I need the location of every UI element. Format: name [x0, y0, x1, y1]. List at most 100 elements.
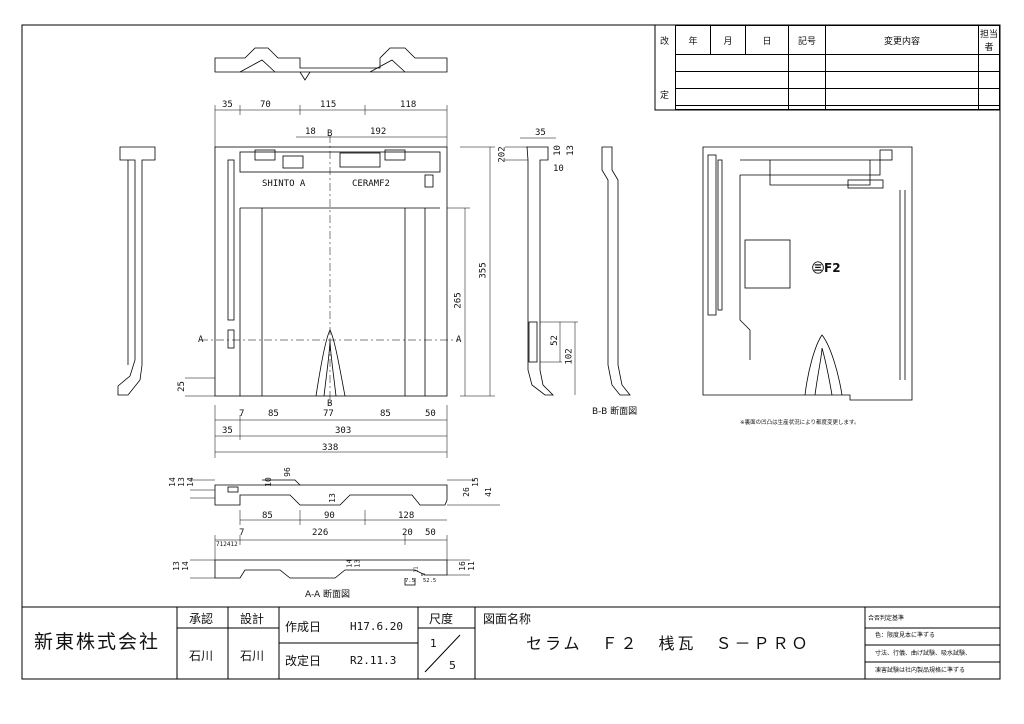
rev-cell	[788, 54, 826, 72]
rev-cell	[825, 105, 979, 110]
section-bb-title: B-B 断面図	[592, 407, 638, 417]
aa-dim-inner-14: 14	[345, 559, 354, 568]
rev-cell	[788, 105, 826, 110]
label-b-top: B	[327, 129, 333, 139]
bb-dim-35: 35	[535, 128, 546, 138]
aa-dim-inner-5: 5	[421, 572, 428, 577]
plan-dim-90: 90	[324, 511, 335, 521]
bb-dim-102: 102	[564, 348, 575, 365]
bb-dim-202: 202	[497, 146, 508, 163]
bb-dim-52: 52	[549, 335, 560, 346]
aa-dim-left-13: 13	[171, 561, 181, 571]
dim-right-355: 355	[478, 262, 489, 279]
revised-date-label: 改定日	[285, 654, 322, 668]
revised-date-value: R2.11.3	[350, 654, 397, 667]
rev-header-year: 年	[675, 25, 711, 55]
dim-bottom2-35: 35	[222, 426, 233, 436]
bb-dim-10b: 10	[553, 164, 564, 174]
criteria-label: 合否判定基準	[868, 615, 905, 622]
plan-dim-right-15: 15	[470, 477, 480, 487]
rev-header-person: 担当者	[978, 25, 1000, 55]
company-name: 新東株式会社	[34, 631, 161, 653]
bb-dim-13: 13	[565, 145, 576, 156]
rev-cell	[978, 105, 1000, 110]
dim-top2-18: 18	[305, 127, 316, 137]
section-aa-title: A-A 断面図	[305, 590, 351, 600]
top-profile	[214, 47, 448, 81]
label-ceramf2: CERAMF2	[352, 179, 390, 189]
left-side-profile	[117, 146, 156, 396]
aa-dim-inner-13: 13	[353, 559, 362, 568]
rev-cell	[675, 88, 789, 106]
approver-name: 石川	[189, 649, 214, 663]
rev-cell	[788, 71, 826, 89]
plan-dim-left-13: 13	[176, 477, 186, 487]
aa-dim-small-7: 7	[216, 541, 220, 548]
created-date-value: H17.6.20	[350, 620, 403, 633]
back-view-stamp: ㊂F2	[812, 261, 841, 275]
rev-header-day: 日	[745, 25, 789, 55]
design-label: 設計	[240, 612, 265, 626]
dim-top-115: 115	[320, 100, 337, 110]
rev-header-content: 変更内容	[825, 25, 979, 55]
rev-cell	[978, 54, 1000, 72]
label-shinto: SHINTO A	[262, 179, 306, 189]
aa-dim-right-16: 16	[457, 561, 467, 571]
dim-bottom1-85a: 85	[268, 409, 279, 419]
aa-dim-inner-7-5: 7.5	[405, 578, 415, 584]
dim-bottom2-303: 303	[335, 426, 352, 436]
drawing-name: セラム Ｆ２ 桟瓦 Ｓ－ＰＲＯ	[526, 634, 811, 653]
aa-dim-226: 226	[312, 528, 329, 538]
rev-cell	[675, 105, 789, 110]
scale-denominator: 5	[449, 659, 456, 672]
back-view-note: ※裏面の凹凸は生産状況により都度変更します。	[740, 420, 860, 426]
aa-dim-small: 712412	[216, 542, 238, 548]
plan-dim-left-14b: 14	[185, 477, 195, 487]
dim-top2-192: 192	[370, 127, 387, 137]
dim-bottom1-77: 77	[323, 409, 334, 419]
dim-top-118: 118	[400, 100, 417, 110]
aa-dim-small-12a: 12	[219, 541, 227, 548]
plan-dim-left-14a: 14	[167, 477, 177, 487]
criteria-line-3: 凍害試験は社内製品規格に準ずる	[875, 667, 966, 674]
criteria-line-1: 色：限度見本に準ずる	[875, 632, 936, 639]
aa-dim-small-12b: 12	[230, 541, 238, 548]
bb-dim-10a: 10	[552, 145, 563, 156]
plan-dim-right-26: 26	[461, 487, 471, 497]
aa-dim-7: 7	[239, 528, 245, 538]
dim-left-25: 25	[176, 381, 187, 392]
dim-right-265: 265	[453, 292, 464, 309]
plan-dim-10: 10	[263, 477, 273, 487]
designer-name: 石川	[240, 649, 265, 663]
rev-cell	[978, 88, 1000, 106]
aa-dim-inner-52-5: 52.5	[423, 578, 437, 584]
dim-bottom1-50: 50	[425, 409, 436, 419]
plan-dim-96: 96	[282, 467, 292, 477]
rev-cell	[825, 71, 979, 89]
label-a-left: A	[198, 335, 204, 345]
plan-dim-128: 128	[398, 511, 415, 521]
plan-dim-85: 85	[262, 511, 273, 521]
scale-label: 尺度	[429, 612, 454, 626]
dim-bottom1-85b: 85	[380, 409, 391, 419]
aa-dim-left-14: 14	[180, 561, 190, 571]
criteria-line-2: 寸法、行儀、曲げ試験、吸水試験、	[875, 650, 972, 657]
aa-dim-inner-11: 11	[413, 566, 420, 573]
aa-dim-small-4: 4	[226, 541, 231, 548]
rev-cell	[825, 54, 979, 72]
created-date-label: 作成日	[285, 620, 322, 634]
rev-cell	[675, 71, 789, 89]
revision-table: 年 月 日 記号 変更内容 担当者	[675, 25, 1000, 110]
aa-dim-right-11: 11	[466, 561, 476, 571]
rev-cell	[978, 71, 1000, 89]
plan-dim-right-41: 41	[483, 487, 493, 497]
plan-view	[214, 479, 448, 506]
plan-dim-13: 13	[327, 493, 337, 503]
scale-numerator: 1	[430, 637, 437, 650]
back-view	[702, 146, 913, 401]
front-view	[214, 146, 448, 397]
revision-side-label-top: 改	[660, 37, 670, 47]
approval-label: 承認	[189, 612, 214, 626]
dim-bottom3-338: 338	[322, 443, 339, 453]
